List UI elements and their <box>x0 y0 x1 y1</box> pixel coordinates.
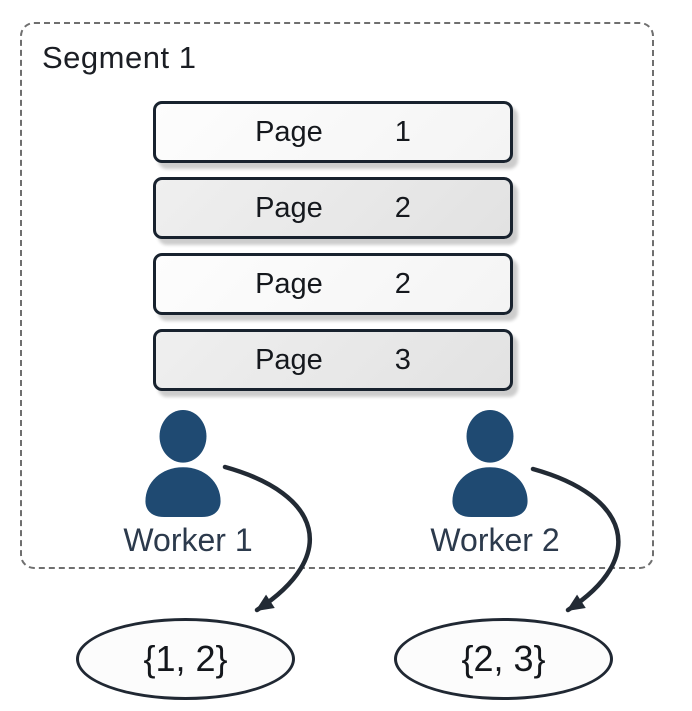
segment-container <box>20 22 654 569</box>
person-icon <box>145 410 221 518</box>
person-icon <box>452 410 528 518</box>
result-set-text: {1, 2} <box>143 638 228 679</box>
page-box: Page 1 <box>153 101 513 163</box>
result-set-ellipse: {1, 2} <box>76 618 295 700</box>
page-box-label: Page <box>255 115 323 148</box>
page-box-number: 2 <box>394 191 411 224</box>
page-stack: Page 1 Page 2 Page 2 Page 3 <box>153 101 513 405</box>
page-box-label: Page <box>255 267 323 300</box>
page-box: Page 3 <box>153 329 513 391</box>
page-box-label: Page <box>255 343 323 376</box>
page-box-number: 3 <box>394 343 411 376</box>
worker-label: Worker 2 <box>430 522 560 558</box>
page-box-number: 2 <box>394 267 411 300</box>
segment-label: Segment 1 <box>42 40 197 75</box>
page-box: Page 2 <box>153 177 513 239</box>
result-set-ellipse: {2, 3} <box>394 618 613 700</box>
page-box-number: 1 <box>394 115 411 148</box>
worker-label: Worker 1 <box>123 522 253 558</box>
result-set-text: {2, 3} <box>461 638 546 679</box>
page-box: Page 2 <box>153 253 513 315</box>
page-box-label: Page <box>255 191 323 224</box>
